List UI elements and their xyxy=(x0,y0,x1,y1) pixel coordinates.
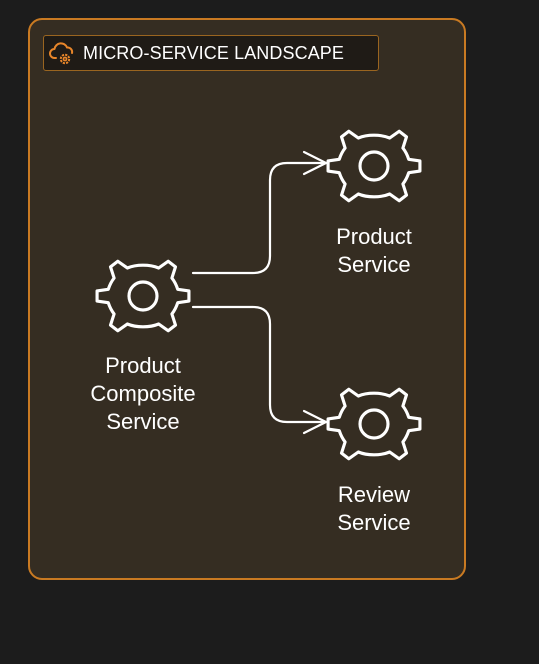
label-line: Service xyxy=(106,409,180,434)
gear-icon xyxy=(326,387,422,461)
landscape-header: MICRO-SERVICE LANDSCAPE xyxy=(43,35,379,71)
label-line: Composite xyxy=(90,381,196,406)
label-line: Product xyxy=(336,224,412,249)
label-line: Service xyxy=(337,252,411,277)
review-service-label: Review Service xyxy=(314,481,434,537)
label-line: Product xyxy=(105,353,181,378)
cloud-gear-icon xyxy=(49,39,77,67)
landscape-title: MICRO-SERVICE LANDSCAPE xyxy=(83,42,345,63)
product-service-label: Product Service xyxy=(314,223,434,279)
product-composite-service-label: Product Composite Service xyxy=(73,352,213,436)
label-line: Review xyxy=(337,482,411,507)
micro-service-landscape-container xyxy=(28,18,466,580)
arrow-to-product-service xyxy=(191,150,328,275)
label-line: Service xyxy=(337,510,411,535)
gear-icon xyxy=(326,129,422,203)
gear-icon xyxy=(95,259,191,333)
arrow-to-review-service xyxy=(191,305,328,435)
